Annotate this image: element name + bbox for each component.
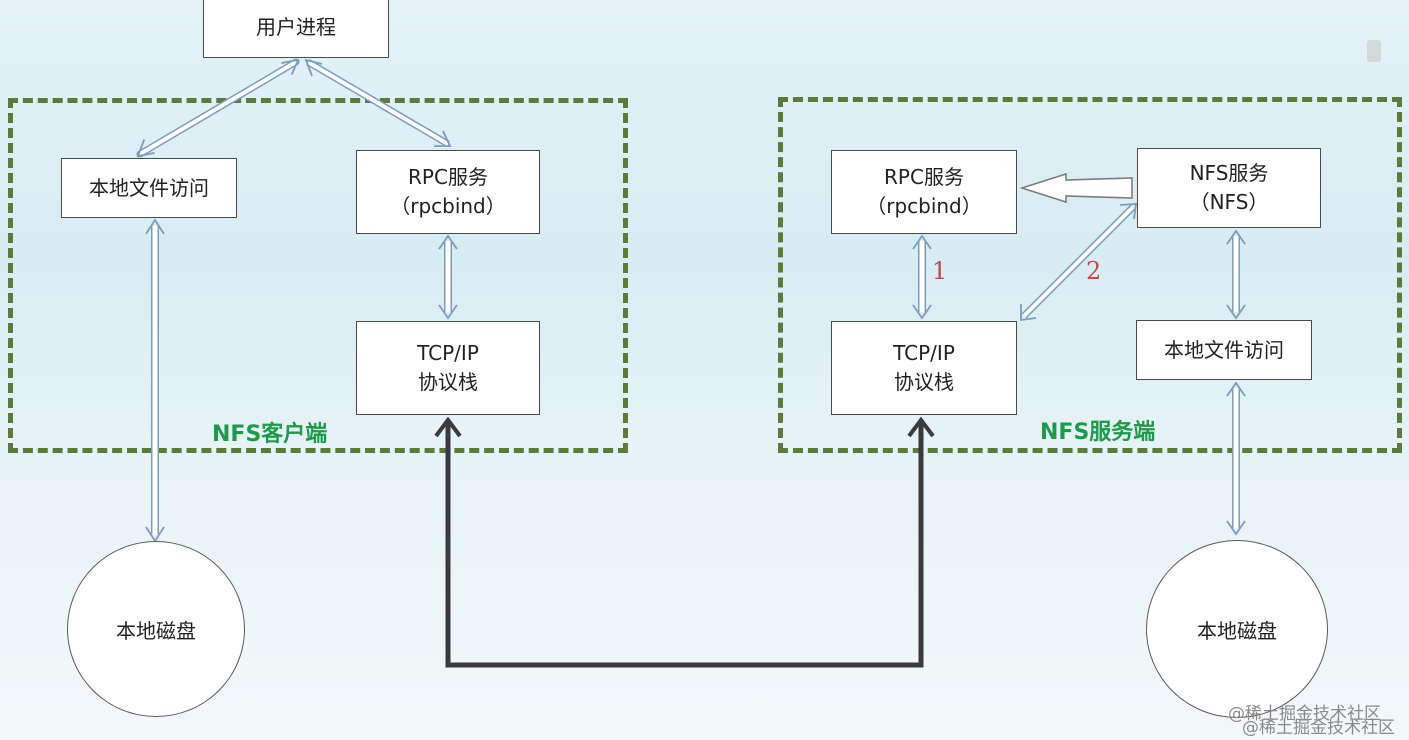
server-local-disk-label: 本地磁盘 xyxy=(1197,618,1277,643)
server-nfs-service-box: NFS服务 （NFS） xyxy=(1137,148,1321,228)
nfs-server-group xyxy=(778,97,1402,453)
scroll-indicator[interactable] xyxy=(1367,40,1381,62)
server-rpc-service-box: RPC服务 （rpcbind） xyxy=(831,150,1017,234)
arrow-client-rpc-to-tcpip xyxy=(438,234,458,320)
client-local-disk-label: 本地磁盘 xyxy=(116,618,196,643)
server-rpc-service-subtitle: （rpcbind） xyxy=(866,194,982,218)
arrow-user-to-local-access xyxy=(136,58,300,158)
server-local-file-access-box: 本地文件访问 xyxy=(1136,320,1312,380)
network-connection xyxy=(434,416,935,668)
client-local-file-access-label: 本地文件访问 xyxy=(89,175,209,200)
server-tcpip-subtitle: 协议栈 xyxy=(894,370,954,394)
client-tcpip-subtitle: 协议栈 xyxy=(418,370,478,394)
server-group-label: NFS服务端 xyxy=(1040,420,1156,445)
client-tcpip-box: TCP/IP 协议栈 xyxy=(356,321,540,415)
step-number-1: 1 xyxy=(932,257,948,285)
client-group-label: NFS客户端 xyxy=(212,422,328,447)
server-nfs-service-subtitle: （NFS） xyxy=(1189,190,1269,214)
client-rpc-service-subtitle: （rpcbind） xyxy=(390,194,506,218)
arrow-nfs-to-tcpip xyxy=(1020,203,1138,322)
arrow-client-access-to-disk xyxy=(145,218,165,543)
watermark-line-2: @稀土掘金技术社区 xyxy=(1242,718,1395,738)
server-tcpip-box: TCP/IP 协议栈 xyxy=(831,321,1017,415)
watermark-line-1: @稀土掘金技术社区 xyxy=(1228,704,1381,724)
arrow-nfs-to-local-access xyxy=(1226,229,1246,320)
client-tcpip-title: TCP/IP xyxy=(417,341,479,365)
step-number-2: 2 xyxy=(1086,257,1102,285)
arrow-server-access-to-disk xyxy=(1226,381,1246,536)
server-tcpip-title: TCP/IP xyxy=(893,341,955,365)
server-nfs-service-title: NFS服务 xyxy=(1189,161,1269,185)
arrow-user-to-rpc xyxy=(304,58,452,148)
server-rpc-service-title: RPC服务 xyxy=(884,165,964,189)
arrow-nfs-to-rpc xyxy=(1019,172,1133,204)
user-process-label: 用户进程 xyxy=(256,15,336,39)
client-rpc-service-box: RPC服务 （rpcbind） xyxy=(356,150,540,234)
user-process-box: 用户进程 xyxy=(203,0,389,58)
server-local-disk: 本地磁盘 xyxy=(1146,540,1328,718)
client-rpc-service-title: RPC服务 xyxy=(408,165,488,189)
client-local-disk: 本地磁盘 xyxy=(67,541,245,717)
server-local-file-access-label: 本地文件访问 xyxy=(1164,337,1284,362)
nfs-client-group xyxy=(8,98,628,453)
arrow-server-rpc-to-tcpip xyxy=(912,234,932,320)
client-local-file-access-box: 本地文件访问 xyxy=(61,158,237,218)
